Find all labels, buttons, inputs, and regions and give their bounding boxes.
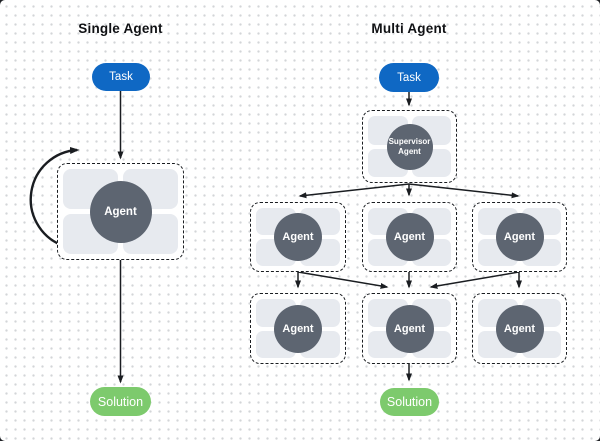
multi-task-label: Task xyxy=(397,71,421,84)
worker-agent-node-3: Agent xyxy=(472,202,567,272)
worker-agent-label: Agent xyxy=(503,231,536,243)
single-solution-label: Solution xyxy=(97,394,144,409)
worker-agent-circle: Agent xyxy=(274,304,322,353)
worker-agent-node-1: Agent xyxy=(250,202,346,272)
worker-agent-circle: Agent xyxy=(495,304,544,353)
edge-supervisor-to-worker-1 xyxy=(298,183,410,199)
supervisor-agent-circle: Supervisor Agent xyxy=(386,123,433,170)
worker-agent-circle: Agent xyxy=(385,213,434,261)
multi-solution-label: Solution xyxy=(386,395,433,409)
single-task-label: Task xyxy=(109,71,133,83)
multi-agent-title: Multi Agent xyxy=(371,21,447,36)
edge-worker1-to-worker5 xyxy=(297,271,389,289)
supervisor-label-line2: Agent xyxy=(398,146,421,156)
multi-task-node: Task xyxy=(379,63,439,92)
multi-solution-node: Solution xyxy=(380,388,439,416)
worker-agent-label: Agent xyxy=(393,322,426,335)
worker-agent-node-2: Agent xyxy=(362,202,457,272)
worker-agent-circle: Agent xyxy=(385,304,434,353)
single-agent-title: Single Agent xyxy=(78,21,163,36)
supervisor-label-line1: Supervisor xyxy=(388,136,431,146)
edge-worker3-to-worker5 xyxy=(429,271,520,289)
worker-agent-label: Agent xyxy=(503,322,536,335)
worker-agent-label: Agent xyxy=(393,231,426,243)
single-task-node: Task xyxy=(92,63,150,91)
worker-agent-circle: Agent xyxy=(495,213,544,261)
edge-supervisor-to-worker-3 xyxy=(408,183,520,199)
supervisor-agent-node: Supervisor Agent xyxy=(362,110,457,183)
worker-agent-label: Agent xyxy=(282,231,314,243)
worker-agent-node-6: Agent xyxy=(472,293,567,364)
single-agent-node: Agent xyxy=(57,163,184,260)
worker-agent-label: Agent xyxy=(282,322,314,335)
single-agent-label: Agent xyxy=(104,205,137,218)
worker-agent-node-4: Agent xyxy=(250,293,346,364)
worker-agent-node-5: Agent xyxy=(362,293,457,364)
single-agent-circle: Agent xyxy=(89,180,152,243)
single-solution-node: Solution xyxy=(90,387,151,416)
worker-agent-circle: Agent xyxy=(274,213,322,261)
